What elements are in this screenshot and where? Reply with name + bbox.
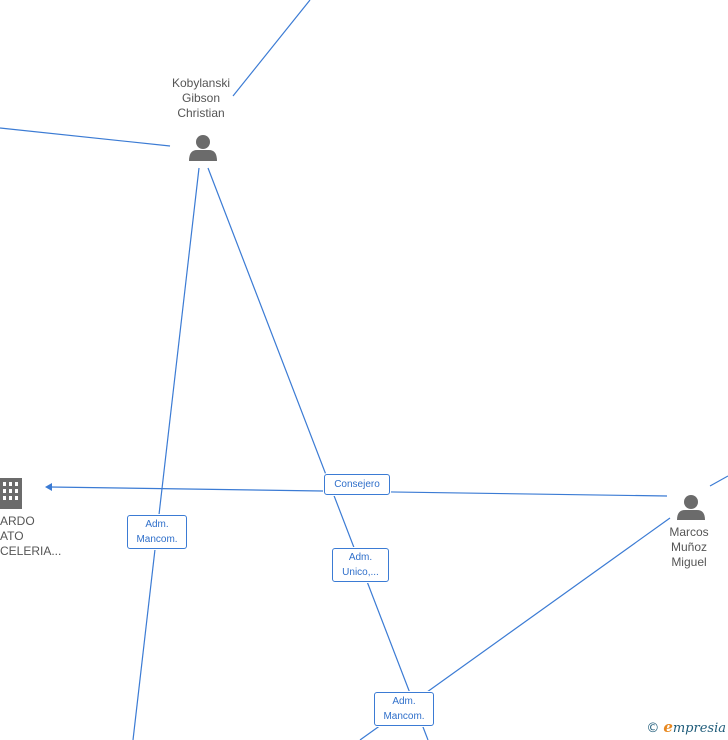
edge-label-text: Adm. <box>392 696 416 707</box>
copyright-symbol: © <box>646 721 660 736</box>
edge-label-adm-unico[interactable]: Adm. Unico,... <box>332 548 389 582</box>
company-line: ARDO <box>0 514 35 528</box>
node-label-kobylanski[interactable]: Kobylanski Gibson Christian <box>160 76 242 121</box>
name-line: Muñoz <box>670 540 708 554</box>
edge-kobylanski-left <box>0 127 171 147</box>
brand-initial: e <box>663 718 673 736</box>
node-label-marcos[interactable]: Marcos Muñoz Miguel <box>655 525 723 570</box>
arrowhead-company <box>45 483 52 491</box>
edge-kobylanski-bottom-right <box>207 167 429 740</box>
name-line: Miguel <box>671 555 707 569</box>
name-line: Gibson <box>181 91 221 105</box>
edge-label-text: Unico,... <box>342 567 379 578</box>
name-line: Christian <box>177 106 225 120</box>
edge-label-text: Mancom. <box>136 534 178 545</box>
edge-kobylanski-bottom-left <box>132 167 200 740</box>
edge-label-adm-mancom-2[interactable]: Adm. Mancom. <box>374 692 434 726</box>
edge-label-consejero[interactable]: Consejero <box>324 474 390 495</box>
building-icon[interactable] <box>0 478 22 509</box>
company-line: ATO <box>0 529 24 543</box>
edge-kobylanski-top <box>232 0 311 97</box>
edge-label-adm-mancom[interactable]: Adm. Mancom. <box>127 515 187 549</box>
person-icon[interactable] <box>189 135 217 161</box>
edge-label-text: Adm. <box>145 519 169 530</box>
brand-logo: ©empresia <box>646 718 726 736</box>
edge-label-text: Consejero <box>334 479 380 490</box>
edge-marcos-right <box>709 475 728 487</box>
edge-label-text: Mancom. <box>383 711 425 722</box>
person-icon[interactable] <box>677 495 705 520</box>
node-label-company[interactable]: ARDO ATO CELERIA... <box>0 514 61 559</box>
name-line: Kobylanski <box>171 76 231 90</box>
brand-name: mpresia <box>672 721 726 736</box>
name-line: Marcos <box>669 525 709 539</box>
company-line: CELERIA... <box>0 544 62 558</box>
edge-label-text: Adm. <box>348 552 373 563</box>
